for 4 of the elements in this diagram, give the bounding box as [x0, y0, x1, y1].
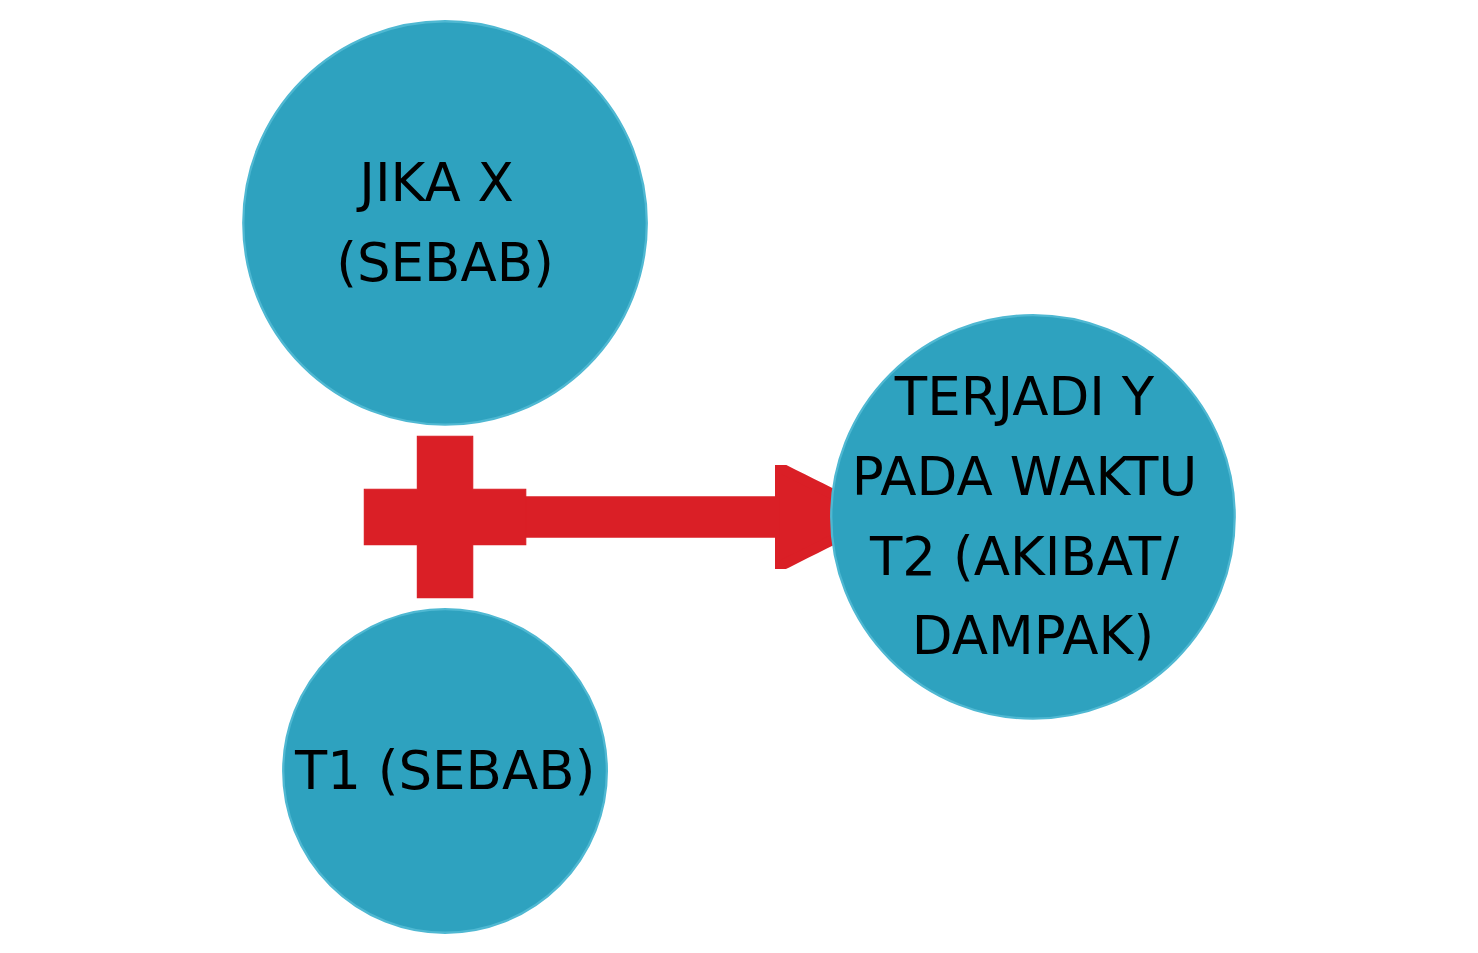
- node-circle: JIKA X (SEBAB): [242, 19, 648, 426]
- node-circle: T1 (SEBAB): [282, 607, 608, 934]
- node-plus: [363, 435, 527, 598]
- node-circle: TERJADI Y PADA WAKTU T2 (AKIBAT/ DAMPAK): [830, 313, 1236, 720]
